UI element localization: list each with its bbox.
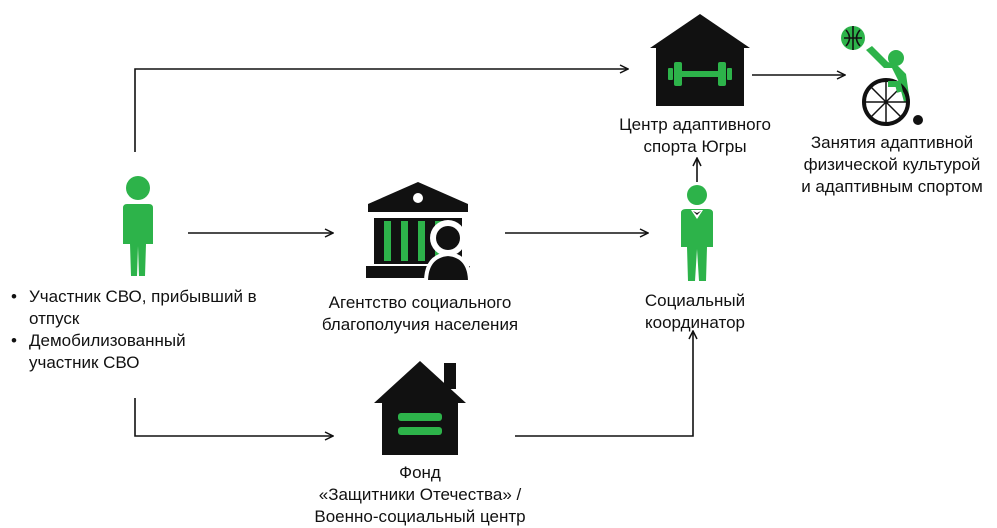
activity-label-line2: физической культурой [803, 155, 981, 174]
arrow-participant-to-fund [134, 398, 333, 436]
coordinator-label: Социальный координатор [615, 290, 775, 334]
sport-center-label: Центр адаптивного спорта Югры [605, 114, 785, 158]
fund-label: Фонд «Защитники Отечества» / Военно-соци… [290, 462, 550, 528]
arrow-fund-to-coordinator [515, 331, 693, 437]
fund-label-line3: Военно-социальный центр [314, 507, 526, 526]
activity-label-line1: Занятия адаптивной [810, 133, 974, 152]
fund-label-line2: «Защитники Отечества» / [318, 485, 522, 504]
participant-list: Участник СВО, прибывший в отпуск Демобил… [8, 286, 299, 374]
fund-label-line1: Фонд [399, 463, 441, 482]
coordinator-person-icon [681, 185, 713, 281]
coordinator-label-line2: координатор [645, 313, 745, 332]
gym-house-icon [650, 14, 750, 106]
participant-bullet-2: Демобилизованный участник СВО [8, 330, 229, 374]
agency-label: Агентство социального благополучия насел… [321, 293, 519, 334]
sport-center-label-line2: спорта Югры [643, 137, 747, 156]
bank-building-icon [366, 182, 473, 284]
person-icon [123, 176, 153, 276]
arrow-participant-to-sport-center [134, 69, 628, 152]
activity-label: Занятия адаптивной физической культурой … [792, 132, 992, 198]
sport-center-label-line1: Центр адаптивного [619, 115, 771, 134]
house-icon [374, 361, 466, 455]
activity-label-line3: и адаптивным спортом [801, 177, 983, 196]
participant-bullet-1: Участник СВО, прибывший в отпуск [8, 286, 299, 330]
wheelchair-athlete-icon [841, 26, 923, 126]
coordinator-label-line1: Социальный [644, 291, 746, 310]
